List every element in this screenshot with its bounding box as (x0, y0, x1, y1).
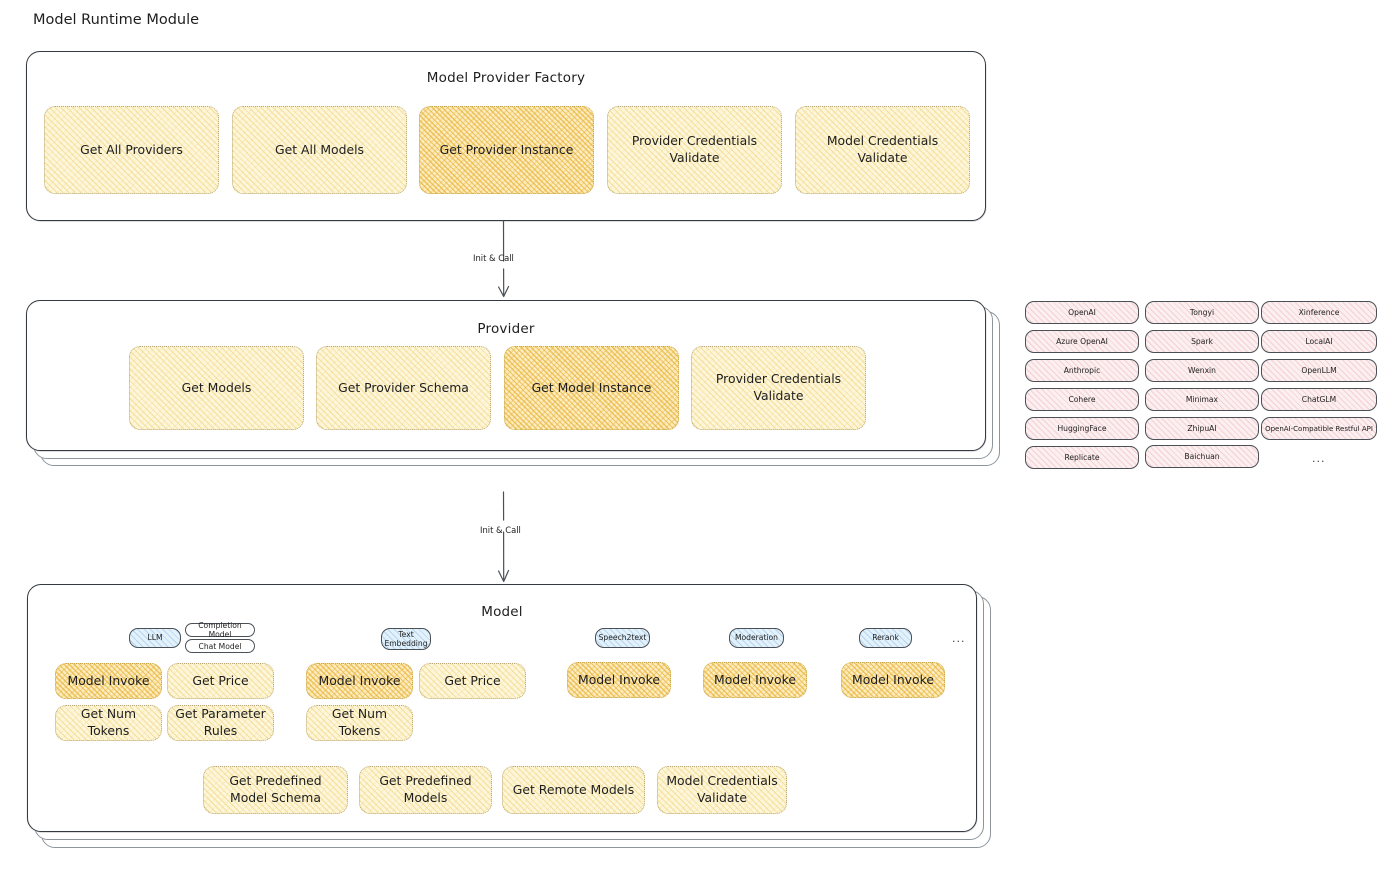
model-type-badge-moderation[interactable]: Moderation (729, 628, 784, 648)
llm-node-get-num-tokens[interactable]: Get Num Tokens (55, 705, 162, 741)
model-type-badge-speech2text[interactable]: Speech2text (595, 628, 650, 648)
provider-chip-openai[interactable]: OpenAI (1025, 301, 1139, 324)
factory-node-get-provider-instance[interactable]: Get Provider Instance (419, 106, 594, 194)
model-type-badge-llm[interactable]: LLM (129, 628, 181, 648)
connector-2-label: Init & Call (480, 525, 521, 535)
provider-chip-minimax[interactable]: Minimax (1145, 388, 1259, 411)
model-provider-factory-title: Model Provider Factory (426, 70, 586, 86)
provider-node-get-models[interactable]: Get Models (129, 346, 304, 430)
provider-chip-spark[interactable]: Spark (1145, 330, 1259, 353)
model-common-node-get-remote-models[interactable]: Get Remote Models (502, 766, 645, 814)
connector-factory-to-provider (498, 220, 510, 298)
model-subtype-completion-model[interactable]: Completion Model (185, 621, 255, 639)
text-embedding-node-get-price[interactable]: Get Price (419, 663, 526, 699)
provider-chip-cohere[interactable]: Cohere (1025, 388, 1139, 411)
provider-chip-openai-compatible-restful-api[interactable]: OpenAI-Compatible Restful API (1261, 417, 1377, 440)
model-type-badge-rerank[interactable]: Rerank (859, 628, 912, 648)
factory-node-get-all-providers[interactable]: Get All Providers (44, 106, 219, 194)
provider-node-get-provider-schema[interactable]: Get Provider Schema (316, 346, 491, 430)
speech2text-node-model-invoke[interactable]: Model Invoke (567, 662, 671, 698)
connector-1-label: Init & Call (473, 253, 514, 263)
provider-chip-azure-openai[interactable]: Azure OpenAI (1025, 330, 1139, 353)
factory-node-get-all-models[interactable]: Get All Models (232, 106, 407, 194)
model-type-badge-text-embedding[interactable]: Text Embedding (381, 628, 431, 650)
provider-chip-zhipuai[interactable]: ZhipuAI (1145, 417, 1259, 440)
provider-node-provider-credentials-validate[interactable]: Provider Credentials Validate (691, 346, 866, 430)
model-subtype-chat-model[interactable]: Chat Model (185, 639, 255, 653)
connector-provider-to-model (498, 491, 510, 583)
provider-chip-openllm[interactable]: OpenLLM (1261, 359, 1377, 382)
model-types-more-ellipsis: ... (952, 632, 966, 645)
page-title: Model Runtime Module (33, 12, 200, 28)
model-title: Model (481, 604, 523, 620)
llm-node-get-parameter-rules[interactable]: Get Parameter Rules (167, 705, 274, 741)
model-common-node-get-predefined-model-schema[interactable]: Get Predefined Model Schema (203, 766, 348, 814)
provider-chip-anthropic[interactable]: Anthropic (1025, 359, 1139, 382)
provider-chip-localai[interactable]: LocalAI (1261, 330, 1377, 353)
llm-node-model-invoke[interactable]: Model Invoke (55, 663, 162, 699)
factory-node-model-credentials-validate[interactable]: Model Credentials Validate (795, 106, 970, 194)
rerank-node-model-invoke[interactable]: Model Invoke (841, 662, 945, 698)
text-embedding-node-get-num-tokens[interactable]: Get Num Tokens (306, 705, 413, 741)
provider-list-more-ellipsis: ... (1312, 452, 1326, 465)
text-embedding-node-model-invoke[interactable]: Model Invoke (306, 663, 413, 699)
provider-node-get-model-instance[interactable]: Get Model Instance (504, 346, 679, 430)
model-common-node-model-credentials-validate[interactable]: Model Credentials Validate (657, 766, 787, 814)
provider-chip-huggingface[interactable]: HuggingFace (1025, 417, 1139, 440)
moderation-node-model-invoke[interactable]: Model Invoke (703, 662, 807, 698)
provider-chip-xinference[interactable]: Xinference (1261, 301, 1377, 324)
provider-title: Provider (477, 321, 535, 337)
provider-chip-chatglm[interactable]: ChatGLM (1261, 388, 1377, 411)
factory-node-provider-credentials-validate[interactable]: Provider Credentials Validate (607, 106, 782, 194)
model-common-node-get-predefined-models[interactable]: Get Predefined Models (359, 766, 492, 814)
provider-chip-replicate[interactable]: Replicate (1025, 446, 1139, 469)
provider-chip-wenxin[interactable]: Wenxin (1145, 359, 1259, 382)
llm-node-get-price[interactable]: Get Price (167, 663, 274, 699)
provider-chip-baichuan[interactable]: Baichuan (1145, 445, 1259, 468)
provider-chip-tongyi[interactable]: Tongyi (1145, 301, 1259, 324)
